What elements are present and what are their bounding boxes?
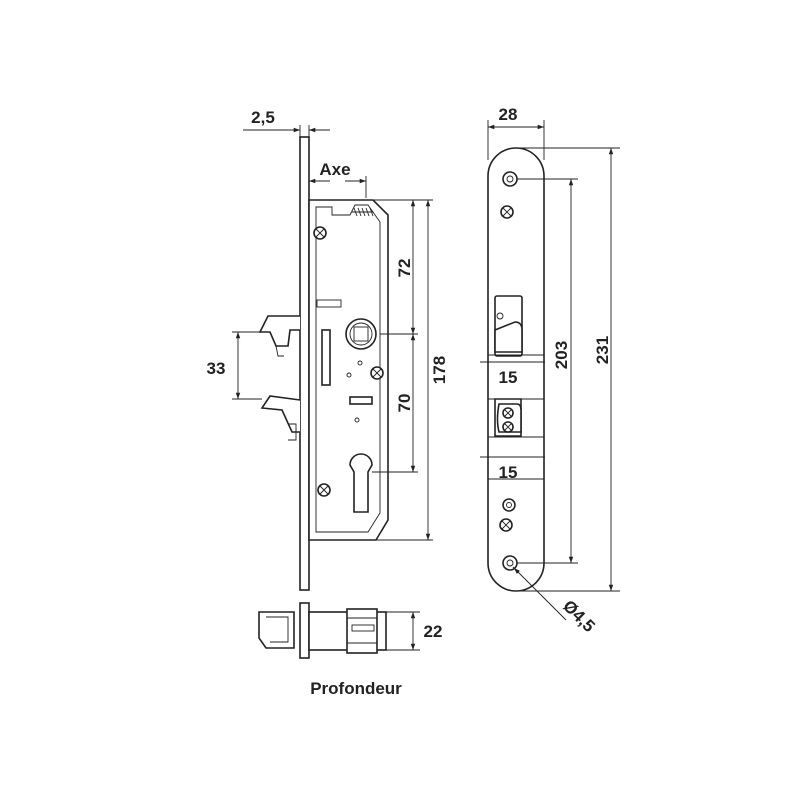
case-slot [316,299,342,308]
pin-dot [354,417,360,423]
screw-icon [313,226,327,240]
dim-bolt-spacing: 15 15 [480,354,545,482]
lock-depth-view: 22 Profondeur [258,602,443,698]
cylinder-keyhole-icon [349,453,373,513]
label-latch-offset: 33 [207,359,226,378]
latch-bolt [258,315,300,347]
fixing-hole-lower [502,498,516,512]
screw-icon [317,483,331,497]
label-upper-distance: 72 [395,259,414,278]
dim-fixing-spacing: 203 [517,178,578,564]
label-axis: Axe [319,160,350,179]
screw-icon [502,407,514,419]
screw-icon [502,421,514,433]
label-fixing-spacing: 203 [552,341,571,369]
faceplate-section [299,602,310,659]
label-faceplate-width: 28 [499,105,518,124]
label-faceplate-thickness: 2,5 [251,108,275,127]
faceplate-strip [299,136,310,591]
brand-marking [351,624,375,632]
faceplate-outline [487,147,545,592]
hook-bolt [260,395,301,433]
fixing-hole-bottom [502,555,518,571]
latch-nose [494,321,523,353]
pin-dot [357,360,363,366]
lever-slot [321,329,331,386]
dim-vertical-lock: 72 70 178 [368,199,449,541]
latch-profile [258,611,295,649]
label-bolt-spacing-upper: 15 [499,368,518,387]
label-faceplate-length: 231 [593,336,612,364]
dim-faceplate-width: 28 [487,105,545,160]
dim-latch-offset: 33 [207,331,262,400]
label-depth-value: 22 [424,622,443,641]
label-body-height: 178 [430,356,449,384]
screw-icon [500,205,514,219]
label-hole-diameter: Ø4,5 [559,596,598,635]
label-bolt-spacing-lower: 15 [499,463,518,482]
screw-icon [499,518,513,532]
follower-square-icon [345,318,377,350]
pin-dot [346,372,352,378]
lock-side-view [258,136,389,591]
dim-faceplate-thickness: 2,5 [243,108,330,137]
label-depth-title: Profondeur [310,679,402,698]
label-lower-distance: 70 [395,394,414,413]
spring-mechanism [352,207,374,217]
bolt-slot [349,396,373,405]
dim-axis: Axe [308,160,367,198]
fixing-hole-top [502,171,518,187]
screw-icon [370,366,384,380]
